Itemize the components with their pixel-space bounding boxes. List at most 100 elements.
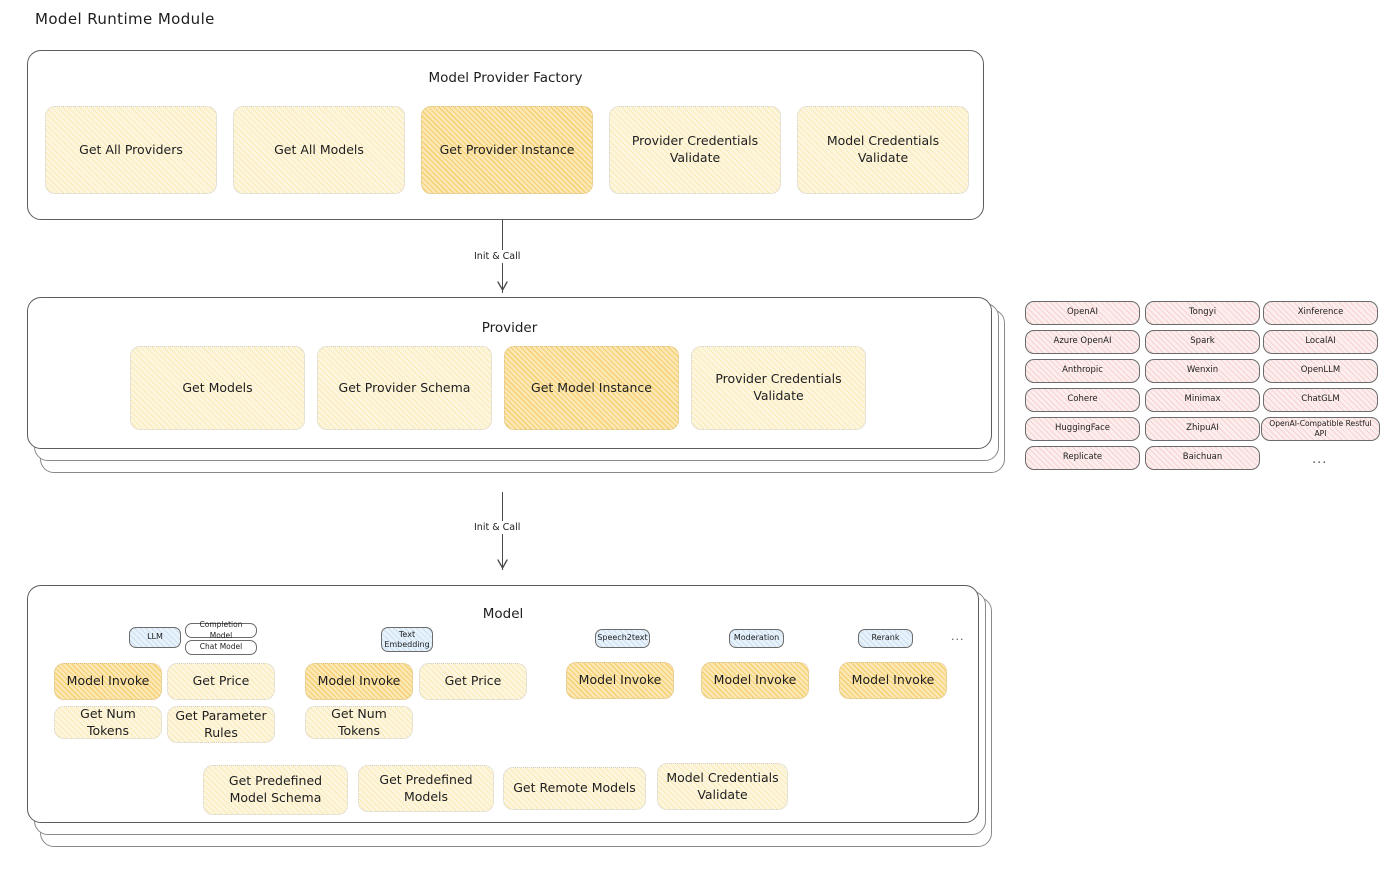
provider-chip-replicate[interactable]: Replicate [1025, 446, 1140, 470]
model-method-label: Model Invoke [578, 672, 662, 688]
model-method-label: Model Invoke [317, 673, 401, 689]
provider-chip-label: OpenLLM [1300, 365, 1341, 376]
connector-factory-to-provider-label: Init & Call [470, 250, 525, 263]
model-method-label: Get Num Tokens [331, 705, 387, 738]
provider-chip-zhipuai[interactable]: ZhipuAI [1145, 417, 1260, 441]
model-subtag-chat-model[interactable]: Chat Model [185, 640, 257, 655]
arrow-head-icon [497, 559, 508, 569]
provider-chip-openllm[interactable]: OpenLLM [1263, 359, 1378, 383]
provider-method-get-provider-schema[interactable]: Get Provider Schema [317, 346, 492, 430]
provider-chip-label: ChatGLM [1301, 394, 1340, 405]
provider-chip-label: HuggingFace [1055, 423, 1110, 434]
model-type-tag-text-embedding[interactable]: Text Embedding [381, 627, 433, 652]
connector-provider-to-model-label: Init & Call [470, 521, 525, 534]
text-embedding-method-get-num-tokens[interactable]: Get Num Tokens [305, 706, 413, 739]
provider-chip-minimax[interactable]: Minimax [1145, 388, 1260, 412]
model-method-label: Get Parameter Rules [175, 707, 267, 740]
provider-chip-label: Replicate [1062, 452, 1103, 463]
factory-method-label: Model Credentials Validate [826, 133, 940, 165]
provider-chip-anthropic[interactable]: Anthropic [1025, 359, 1140, 383]
provider-method-label: Provider Credentials Validate [715, 371, 842, 403]
model-types-more-ellipsis: ... [951, 630, 965, 643]
provider-method-provider-credentials-validate[interactable]: Provider Credentials Validate [691, 346, 866, 430]
moderation-method-model-invoke[interactable]: Model Invoke [701, 662, 809, 699]
model-type-tag-label: Text Embedding [384, 630, 430, 649]
model-type-tag-label: Rerank [871, 633, 900, 643]
rerank-method-model-invoke[interactable]: Model Invoke [839, 662, 947, 699]
provider-chip-label: Xinference [1297, 307, 1344, 318]
text-embedding-method-model-invoke[interactable]: Model Invoke [305, 663, 413, 700]
provider-chip-label: Minimax [1184, 394, 1221, 405]
provider-chip-label: Anthropic [1062, 365, 1103, 376]
model-type-tag-speech2text[interactable]: Speech2text [595, 629, 650, 648]
model-subtag-completion-model[interactable]: Completion Model [185, 620, 257, 640]
factory-method-label: Provider Credentials Validate [631, 133, 759, 165]
factory-method-get-all-providers[interactable]: Get All Providers [45, 106, 217, 194]
provider-chip-label: LocalAI [1305, 336, 1336, 347]
provider-chip-label: Wenxin [1186, 365, 1219, 376]
arrow-head-icon [497, 281, 508, 291]
provider-chip-xinference[interactable]: Xinference [1263, 301, 1378, 325]
provider-chip-label: OpenAI-Compatible Restful API [1269, 418, 1372, 438]
provider-title: Provider [481, 320, 538, 336]
model-type-tag-llm[interactable]: LLM [129, 627, 181, 648]
model-method-label: Get Num Tokens [80, 705, 136, 738]
model-provider-factory-title: Model Provider Factory [428, 70, 583, 86]
model-type-tag-label: Speech2text [597, 633, 648, 643]
provider-chip-label: OpenAI [1066, 307, 1099, 318]
provider-chip-chatglm[interactable]: ChatGLM [1263, 388, 1378, 412]
llm-method-get-parameter-rules[interactable]: Get Parameter Rules [167, 706, 275, 743]
model-common-method-get-remote-models[interactable]: Get Remote Models [503, 767, 646, 810]
factory-method-model-credentials-validate[interactable]: Model Credentials Validate [797, 106, 969, 194]
model-method-label: Model Invoke [851, 672, 935, 688]
provider-chip-spark[interactable]: Spark [1145, 330, 1260, 354]
provider-chip-label: Tongyi [1188, 307, 1217, 318]
provider-method-label: Get Model Instance [531, 379, 652, 395]
model-method-label: Model Invoke [66, 673, 150, 689]
provider-chip-label: ZhipuAI [1186, 423, 1219, 434]
provider-chip-huggingface[interactable]: HuggingFace [1025, 417, 1140, 441]
provider-chip-openai[interactable]: OpenAI [1025, 301, 1140, 325]
provider-chip-cohere[interactable]: Cohere [1025, 388, 1140, 412]
provider-chip-openai-compatible-restful-api[interactable]: OpenAI-Compatible Restful API [1261, 417, 1380, 441]
provider-chip-label: Azure OpenAI [1053, 336, 1112, 347]
model-type-tag-moderation[interactable]: Moderation [729, 629, 784, 648]
text-embedding-method-get-price[interactable]: Get Price [419, 663, 527, 700]
model-method-label: Get Predefined Models [379, 771, 473, 804]
page-title: Model Runtime Module [35, 10, 215, 28]
model-method-label: Get Price [444, 673, 502, 689]
llm-method-model-invoke[interactable]: Model Invoke [54, 663, 162, 700]
model-subtag-label: Completion Model [199, 620, 243, 640]
provider-method-get-model-instance[interactable]: Get Model Instance [504, 346, 679, 430]
factory-method-provider-credentials-validate[interactable]: Provider Credentials Validate [609, 106, 781, 194]
model-title: Model [482, 606, 524, 622]
provider-method-get-models[interactable]: Get Models [130, 346, 305, 430]
provider-chip-wenxin[interactable]: Wenxin [1145, 359, 1260, 383]
provider-chip-label: Cohere [1067, 394, 1098, 405]
provider-chip-label: Baichuan [1182, 452, 1223, 463]
provider-method-label: Get Provider Schema [338, 379, 471, 395]
llm-method-get-num-tokens[interactable]: Get Num Tokens [54, 706, 162, 739]
model-type-tag-rerank[interactable]: Rerank [858, 629, 913, 648]
provider-chip-tongyi[interactable]: Tongyi [1145, 301, 1260, 325]
model-type-tag-label: LLM [147, 632, 163, 642]
model-common-method-model-credentials-validate[interactable]: Model Credentials Validate [657, 763, 788, 810]
model-common-method-get-predefined-models[interactable]: Get Predefined Models [358, 765, 494, 812]
factory-method-get-all-models[interactable]: Get All Models [233, 106, 405, 194]
factory-method-label: Get All Providers [79, 141, 183, 157]
factory-method-label: Get Provider Instance [439, 141, 575, 157]
provider-chip-localai[interactable]: LocalAI [1263, 330, 1378, 354]
model-type-tag-label: Moderation [733, 633, 780, 643]
provider-list-more-ellipsis: ... [1312, 452, 1328, 467]
provider-method-label: Get Models [182, 379, 253, 395]
provider-chip-baichuan[interactable]: Baichuan [1145, 446, 1260, 470]
model-common-method-get-predefined-model-schema[interactable]: Get Predefined Model Schema [203, 765, 348, 815]
factory-method-label: Get All Models [274, 141, 364, 157]
speech2text-method-model-invoke[interactable]: Model Invoke [566, 662, 674, 699]
provider-chip-azure-openai[interactable]: Azure OpenAI [1025, 330, 1140, 354]
factory-method-get-provider-instance[interactable]: Get Provider Instance [421, 106, 593, 194]
model-method-label: Model Invoke [713, 672, 797, 688]
llm-method-get-price[interactable]: Get Price [167, 663, 275, 700]
model-method-label: Get Predefined Model Schema [228, 773, 323, 805]
